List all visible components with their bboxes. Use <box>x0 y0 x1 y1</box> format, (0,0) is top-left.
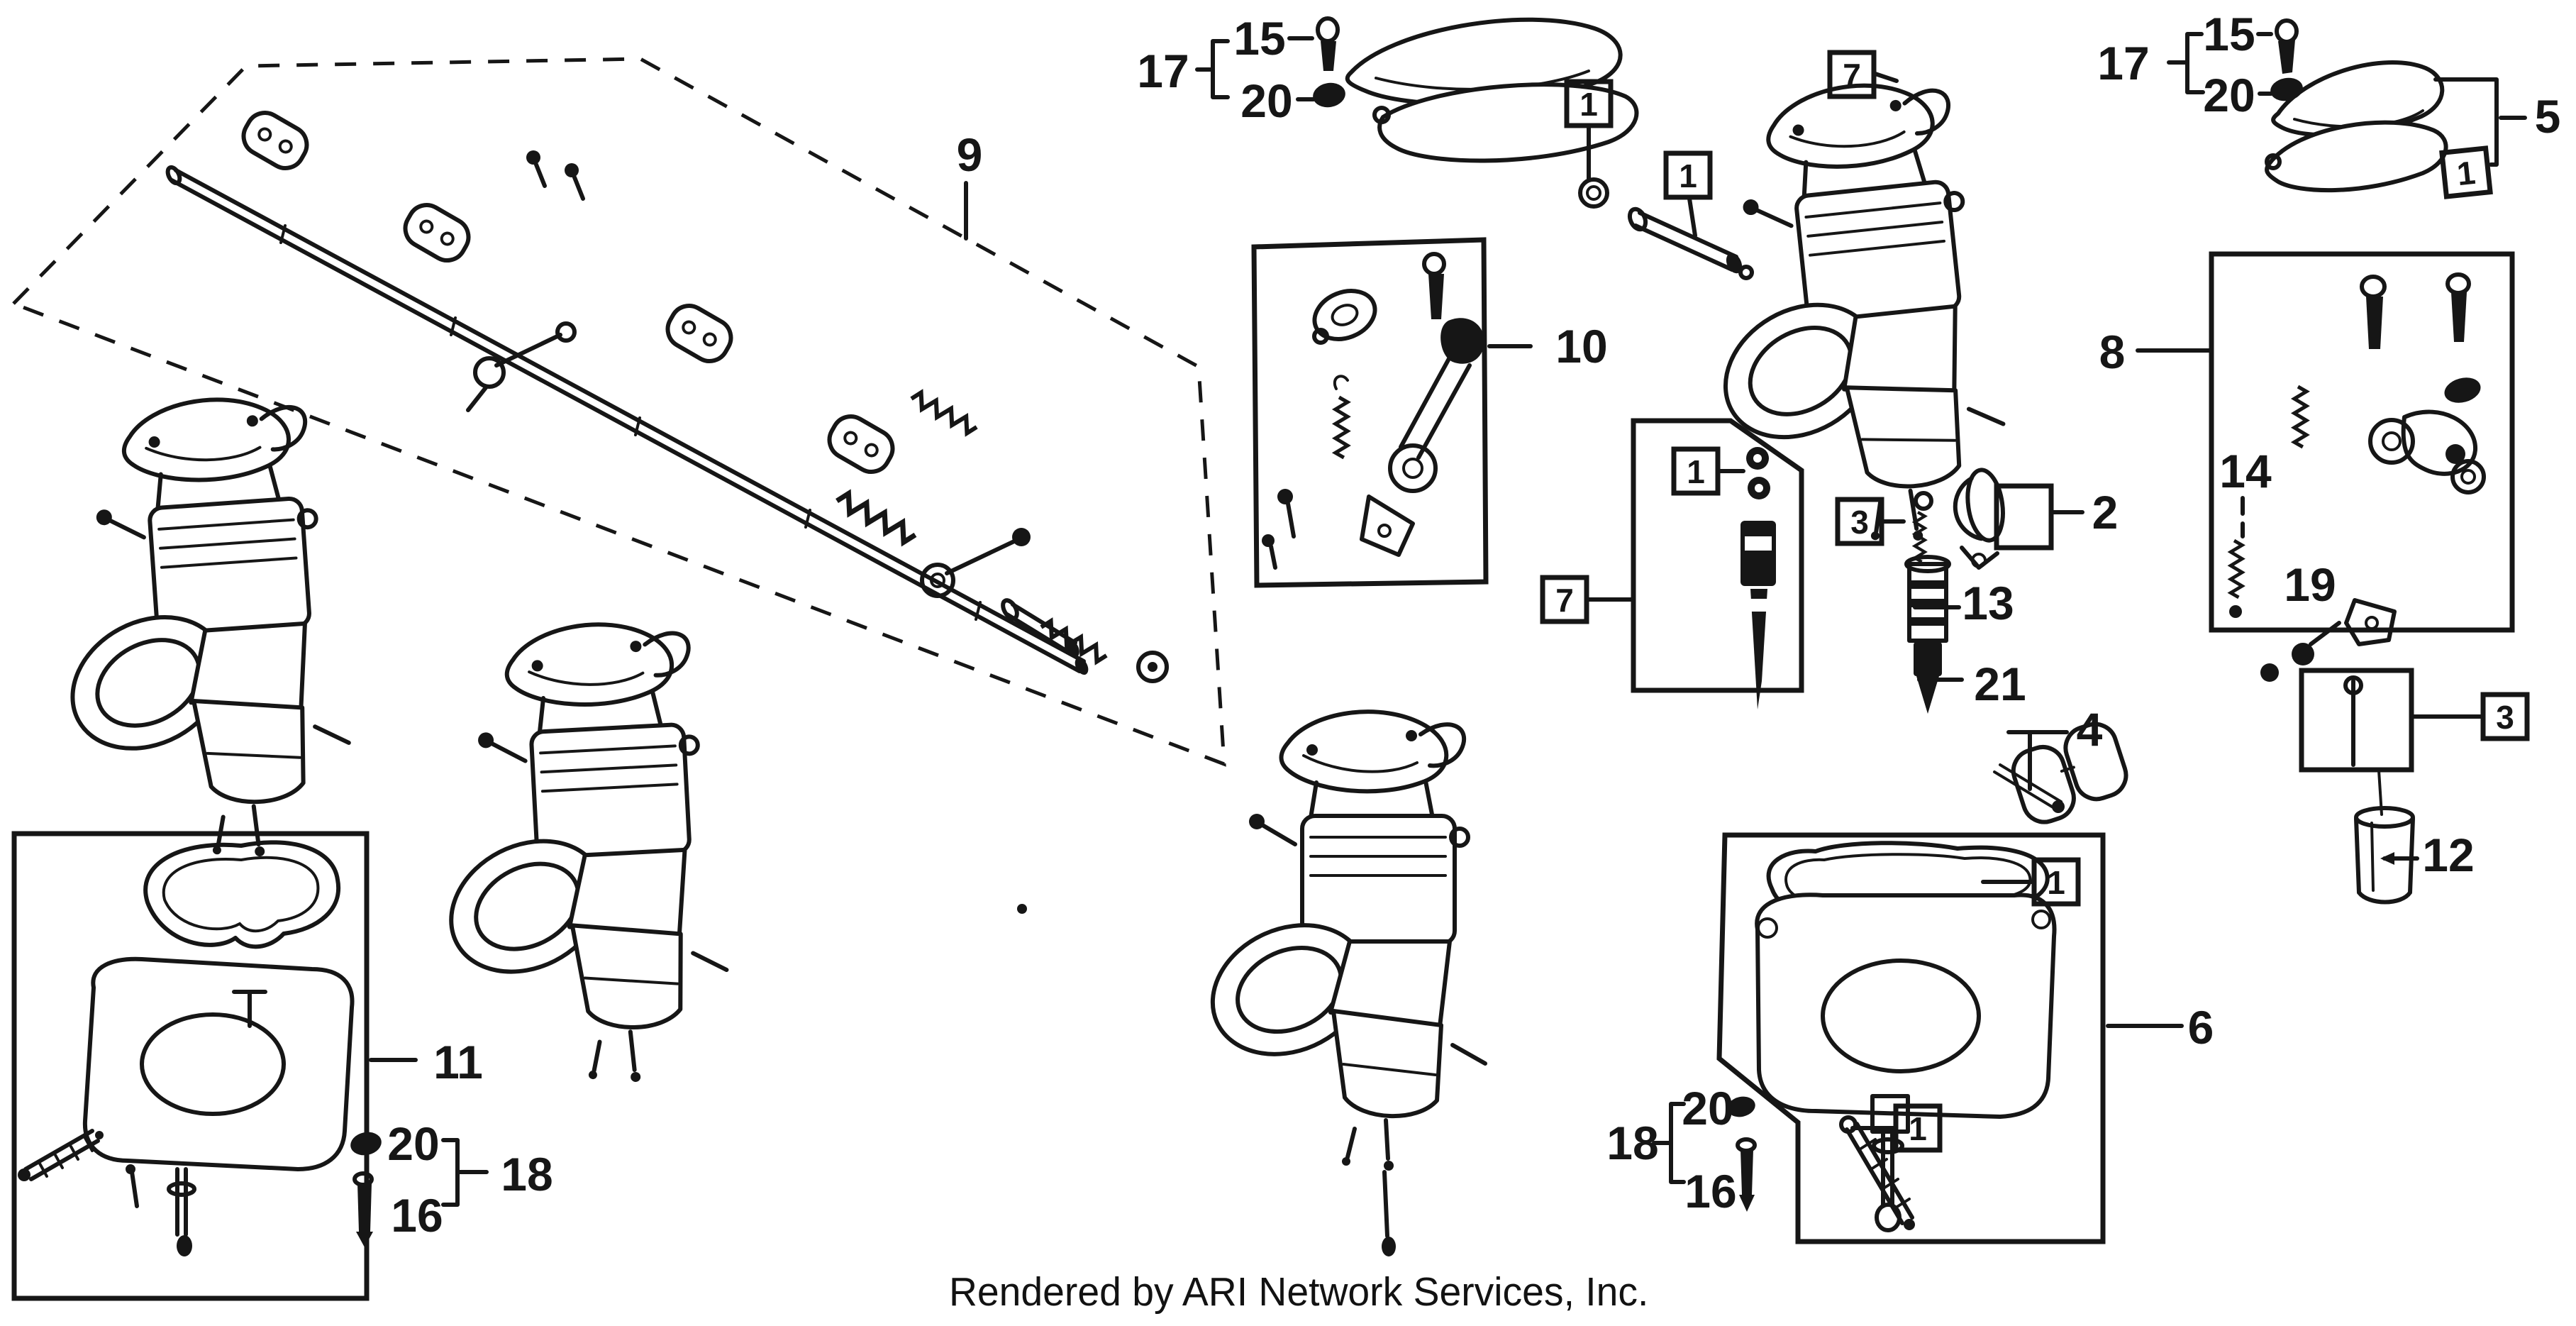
callout-leader-lines <box>369 32 2527 1207</box>
callout-18-right[interactable]: 18 <box>1606 1117 1658 1169</box>
svg-text:7: 7 <box>1843 57 1861 94</box>
boxed-callout-3-mid[interactable]: 3 <box>1835 497 1884 546</box>
plunger-box-and-cup-12 <box>2260 663 2415 905</box>
callout-21[interactable]: 21 <box>1974 658 2026 710</box>
callout-10[interactable]: 10 <box>1555 320 1607 372</box>
svg-text:1: 1 <box>1580 86 1598 123</box>
drain-screw-middle-carb <box>1382 1170 1389 1238</box>
part-box-6 <box>1716 832 2106 1244</box>
boxed-callout-1-b[interactable]: 1 <box>1663 150 1713 200</box>
callout-11[interactable]: 11 <box>433 1036 483 1088</box>
boxed-callout-1-float[interactable]: 1 <box>1893 1103 1943 1153</box>
callout-15-right[interactable]: 15 <box>2203 8 2255 60</box>
carburetor-body-rear-left <box>32 392 356 870</box>
boxed-callout-7-mid[interactable]: 7 <box>1540 575 1589 624</box>
arrowhead-12 <box>2380 852 2394 865</box>
carburetor-body-front-left <box>416 619 733 1093</box>
svg-text:3: 3 <box>1850 504 1869 541</box>
callout-5[interactable]: 5 <box>2535 90 2561 143</box>
screw-and-nut-icons-right <box>2270 18 2303 101</box>
top-cover-set-center <box>1345 17 1754 280</box>
float-set-4 <box>1993 722 2128 824</box>
linkage-dashed-outline <box>10 57 1226 767</box>
callout-20-left-b[interactable]: 20 <box>387 1117 439 1170</box>
callout-15-left[interactable]: 15 <box>1233 12 1285 65</box>
carburetor-body-middle <box>1192 712 1485 1171</box>
callout-20-right-b[interactable]: 20 <box>1682 1082 1733 1134</box>
callout-8[interactable]: 8 <box>2099 326 2126 378</box>
valve-seat-assembly-2 <box>1953 468 2054 570</box>
callout-17-left[interactable]: 17 <box>1137 45 1189 97</box>
callout-4[interactable]: 4 <box>2077 703 2103 756</box>
boxed-callout-1-a[interactable]: 1 <box>1564 79 1614 128</box>
boxed-callout-1-mid[interactable]: 1 <box>1671 446 1721 496</box>
part-box-7 <box>1631 418 1804 709</box>
callout-17-right[interactable]: 17 <box>2097 37 2149 89</box>
callout-20-left[interactable]: 20 <box>1240 74 1292 127</box>
jet-needle-column <box>1904 491 1951 714</box>
callout-16-left[interactable]: 16 <box>391 1189 443 1242</box>
svg-text:1: 1 <box>1679 158 1697 194</box>
svg-text:1: 1 <box>2455 154 2477 192</box>
callout-14[interactable]: 14 <box>2219 445 2272 497</box>
boxed-callout-1-bowl[interactable]: 1 <box>2031 857 2081 907</box>
renderer-credit: Rendered by ARI Network Services, Inc. <box>949 1269 1649 1315</box>
svg-text:3: 3 <box>2496 699 2514 736</box>
callout-19[interactable]: 19 <box>2284 558 2336 611</box>
svg-text:1: 1 <box>2047 864 2065 901</box>
svg-text:1: 1 <box>1909 1110 1927 1147</box>
boxed-callout-1-cap[interactable]: 1 <box>2439 145 2493 199</box>
callout-9[interactable]: 9 <box>957 128 983 181</box>
screw-and-nut-icons-center <box>1313 16 1345 108</box>
callout-2[interactable]: 2 <box>2092 486 2119 538</box>
callout-16-right[interactable]: 16 <box>1684 1165 1736 1217</box>
callout-13[interactable]: 13 <box>1962 577 2014 629</box>
part-box-8 <box>2209 251 2515 665</box>
callout-6[interactable]: 6 <box>2188 1001 2214 1054</box>
callout-20-right[interactable]: 20 <box>2203 69 2255 121</box>
boxed-callout-7-top[interactable]: 7 <box>1827 50 1877 99</box>
part-box-10 <box>1251 237 1489 588</box>
throttle-linkage-assembly <box>165 111 1169 683</box>
screw-icons-left-cluster <box>350 1132 382 1247</box>
top-cover-set-right <box>2265 60 2448 193</box>
callout-18-left[interactable]: 18 <box>501 1148 553 1200</box>
screw-icons-right-cluster <box>1727 1096 1757 1212</box>
part-box-11 <box>11 831 370 1301</box>
stray-dot <box>1017 904 1027 914</box>
svg-text:1: 1 <box>1687 453 1705 490</box>
callout-12[interactable]: 12 <box>2422 829 2474 881</box>
svg-text:7: 7 <box>1555 582 1574 619</box>
boxed-callout-3-right[interactable]: 3 <box>2480 692 2530 741</box>
